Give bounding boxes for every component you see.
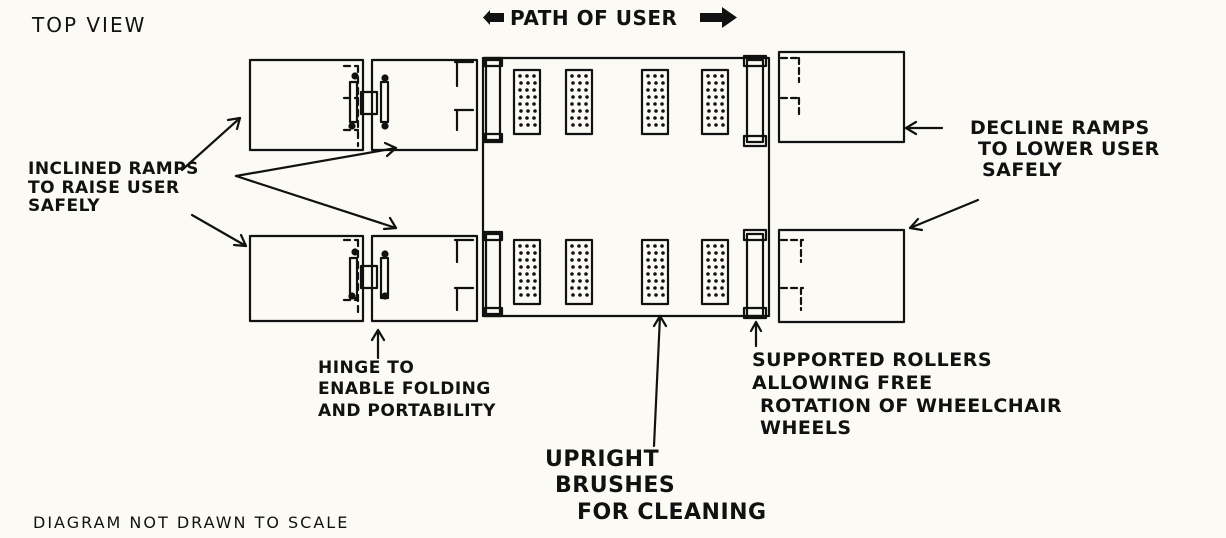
path-arrow-right bbox=[700, 7, 737, 28]
roller-bottom-left bbox=[482, 230, 504, 318]
decline-ramp-bottom bbox=[777, 228, 906, 324]
roller-top-right bbox=[742, 54, 768, 148]
brush-arrow bbox=[652, 314, 668, 448]
hinge-arrow bbox=[370, 328, 386, 360]
central-platform bbox=[481, 56, 771, 318]
brush-7 bbox=[640, 238, 670, 306]
brush-2 bbox=[564, 68, 594, 136]
roller-bottom-right bbox=[742, 228, 768, 320]
brush-5 bbox=[512, 238, 542, 306]
brush-8 bbox=[700, 238, 730, 306]
footer-note: DIAGRAM NOT DRAWN TO SCALE bbox=[33, 513, 350, 532]
roller-top-left bbox=[482, 56, 504, 144]
incline-ramp-bottom bbox=[248, 234, 479, 323]
roller-arrow bbox=[749, 320, 763, 348]
brush-1 bbox=[512, 68, 542, 136]
incline-arrows bbox=[180, 116, 398, 248]
title: TOP VIEW bbox=[32, 13, 147, 37]
upright-brushes bbox=[512, 68, 730, 306]
decline-arrows bbox=[904, 120, 980, 232]
brush-6 bbox=[564, 238, 594, 306]
brush-3 bbox=[640, 68, 670, 136]
decline-ramp-top bbox=[777, 50, 906, 144]
incline-ramp-top bbox=[248, 58, 479, 152]
path-arrow-left bbox=[483, 10, 504, 25]
path-of-user-label: PATH OF USER bbox=[510, 6, 678, 30]
brush-4 bbox=[700, 68, 730, 136]
